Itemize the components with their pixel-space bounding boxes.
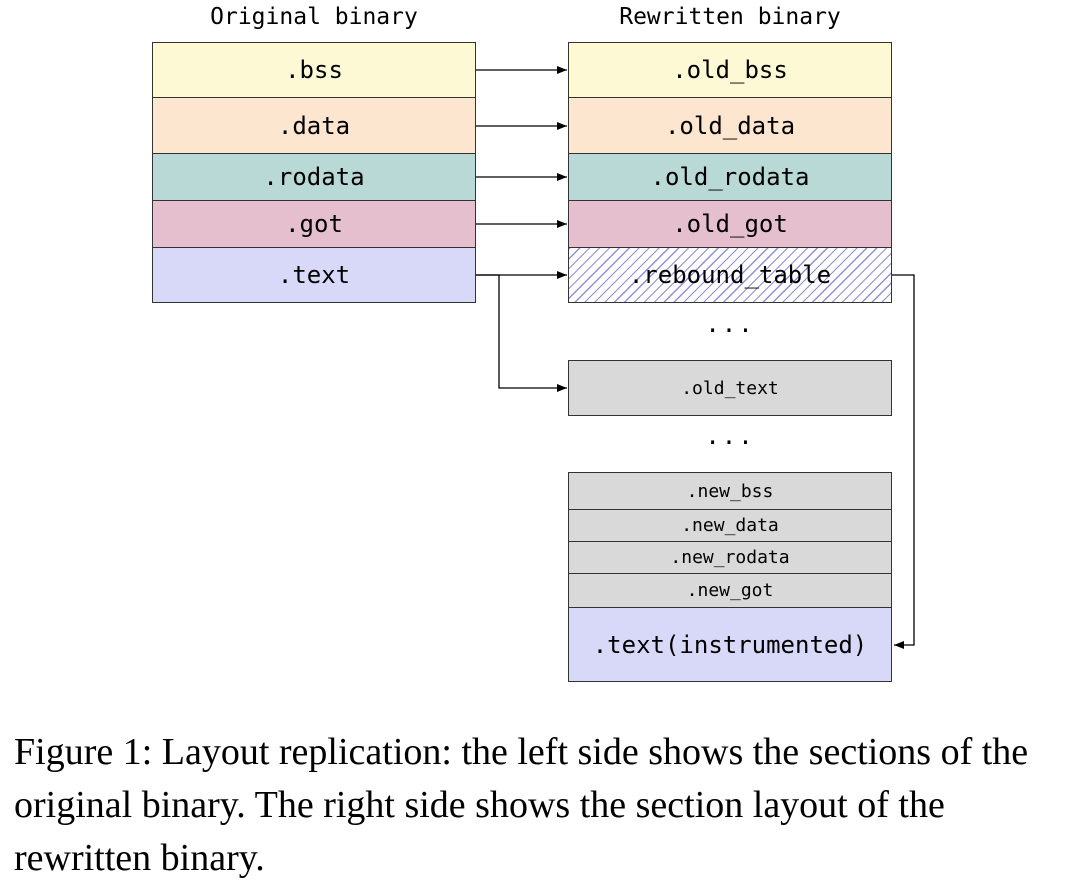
- ellipsis-bottom: ...: [705, 422, 755, 450]
- arrow-rebound-to-instrumented: [892, 274, 915, 649]
- new-got-section: .new_got: [568, 573, 892, 608]
- old-text-section: .old_text: [568, 360, 892, 416]
- figure-caption: Figure 1: Layout replication: the left s…: [14, 731, 1029, 879]
- old-got-section: .old_got: [568, 200, 892, 248]
- original-got-section: .got: [152, 200, 476, 248]
- original-data-section: .data: [152, 97, 476, 154]
- rebound-table-section: .rebound_table: [568, 247, 892, 303]
- text-instrumented-section: .text(instrumented): [568, 607, 892, 682]
- new-rodata-section: .new_rodata: [568, 541, 892, 574]
- arrow-text-to-old-text: [476, 274, 567, 392]
- original-bss-section: .bss: [152, 42, 476, 98]
- old-data-section: .old_data: [568, 97, 892, 154]
- rewritten-binary-header: Rewritten binary: [619, 4, 841, 30]
- old-bss-section: .old_bss: [568, 42, 892, 98]
- original-text-section: .text: [152, 247, 476, 303]
- original-binary-header: Original binary: [210, 4, 418, 30]
- connector-arrows: [476, 66, 915, 649]
- ellipsis-top: ...: [705, 310, 755, 338]
